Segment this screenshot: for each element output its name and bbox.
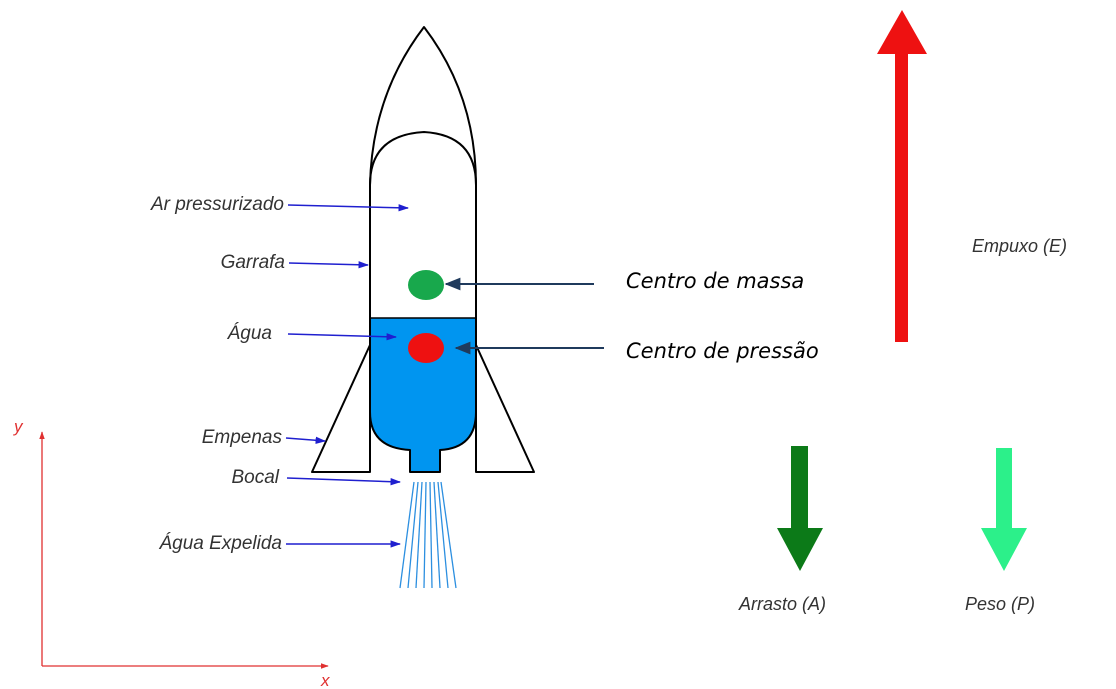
- x-axis-label: x: [320, 671, 330, 689]
- label-garrafa: Garrafa: [221, 252, 285, 273]
- left-fin: [311, 344, 371, 473]
- label-agua-expelida: Água Expelida: [158, 533, 282, 554]
- label-bocal: Bocal: [231, 467, 279, 488]
- pointer-empenas: [285, 436, 327, 444]
- water-jets: [399, 481, 457, 589]
- label-empenas: Empenas: [202, 427, 283, 448]
- thrust-arrow: [877, 10, 927, 342]
- nose-cone: [369, 26, 477, 186]
- bottle-outline: [369, 185, 477, 473]
- label-arrasto: Arrasto (A): [738, 594, 826, 614]
- center-labels: Centro de massa Centro de pressão: [444, 269, 819, 363]
- label-agua: Água: [227, 323, 272, 344]
- force-arrows: Empuxo (E) Arrasto (A) Peso (P): [738, 10, 1067, 614]
- nose-dome: [369, 131, 477, 186]
- label-centro-pressao: Centro de pressão: [626, 339, 819, 363]
- center-of-mass-dot: [408, 270, 444, 300]
- pointer-garrafa: [288, 261, 370, 269]
- label-centro-massa: Centro de massa: [626, 269, 804, 293]
- drag-arrow: [777, 446, 823, 571]
- weight-arrow: [981, 448, 1027, 571]
- rocket-body: [369, 26, 477, 473]
- pointer-ar-pressurizado: [287, 204, 410, 212]
- pointer-agua: [287, 333, 398, 341]
- pointer-bocal: [286, 477, 402, 486]
- label-ar-pressurizado: Ar pressurizado: [150, 194, 284, 215]
- coordinate-axes: y x: [13, 417, 330, 689]
- part-labels: Ar pressurizado Garrafa Água Empenas Boc…: [150, 194, 410, 554]
- water-fill: [370, 318, 476, 472]
- y-axis-label: y: [13, 417, 24, 436]
- center-of-pressure-dot: [408, 333, 444, 363]
- right-fin: [475, 344, 535, 473]
- label-empuxo: Empuxo (E): [972, 236, 1067, 256]
- label-peso: Peso (P): [965, 594, 1035, 614]
